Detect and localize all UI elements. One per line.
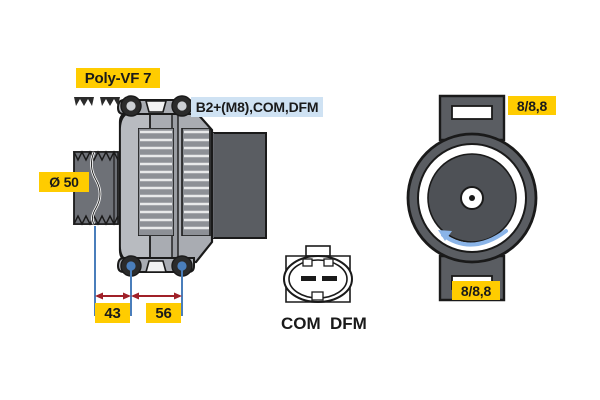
arrowhead-56-left — [131, 292, 139, 300]
pulley-break-line-outline — [91, 151, 101, 225]
dimension-annotations — [94, 226, 183, 316]
arrowhead-56-right — [174, 292, 182, 300]
flange-slot-top — [451, 105, 493, 120]
ventilation-slots-right — [181, 128, 211, 236]
arrowhead-43-right — [123, 292, 131, 300]
pulley-grooves-bottom — [72, 214, 119, 226]
connector-key-tab — [305, 245, 331, 257]
mounting-lug-bottom-recess — [144, 260, 168, 273]
alternator-end-view — [406, 94, 538, 302]
connector-notch-bottom — [311, 291, 324, 301]
connector-notch-top-left — [302, 258, 313, 267]
alternator-side-view — [72, 95, 267, 277]
ventilation-slots-left — [138, 128, 174, 236]
label-connector-pin-dfm: DFM — [330, 314, 367, 333]
bolt-hole-top-left — [126, 101, 136, 111]
bolt-hole-top-right — [177, 101, 187, 111]
v-belt-groove-icon — [74, 97, 120, 106]
connector-plug-view — [283, 245, 353, 303]
label-belt-spec: Poly-VF 7 — [76, 68, 160, 88]
rotation-arrow-head — [438, 230, 452, 241]
label-pulley-diameter: Ø 50 — [39, 172, 89, 192]
rotation-arrow-path — [441, 229, 508, 247]
label-connector-pin-com: COM — [281, 314, 321, 333]
connector-terminal-dfm — [322, 276, 337, 281]
label-torque-top: 8/8,8 — [508, 96, 556, 115]
connector-notch-top-right — [323, 258, 334, 267]
bolt-hole-bottom-left — [126, 261, 136, 271]
rotor-hub-center — [469, 195, 475, 201]
arrowhead-43-left — [95, 292, 103, 300]
rear-housing-block — [207, 132, 267, 239]
label-torque-bottom: 8/8,8 — [452, 281, 500, 300]
label-dimension-43: 43 — [95, 303, 130, 323]
pulley-grooves-top — [72, 150, 119, 162]
bolt-hole-bottom-right — [177, 261, 187, 271]
connector-terminal-com — [301, 276, 316, 281]
label-dimension-56: 56 — [146, 303, 181, 323]
label-terminal-spec: B2+(M8),COM,DFM — [191, 97, 323, 117]
mounting-lug-top-recess — [144, 100, 168, 113]
